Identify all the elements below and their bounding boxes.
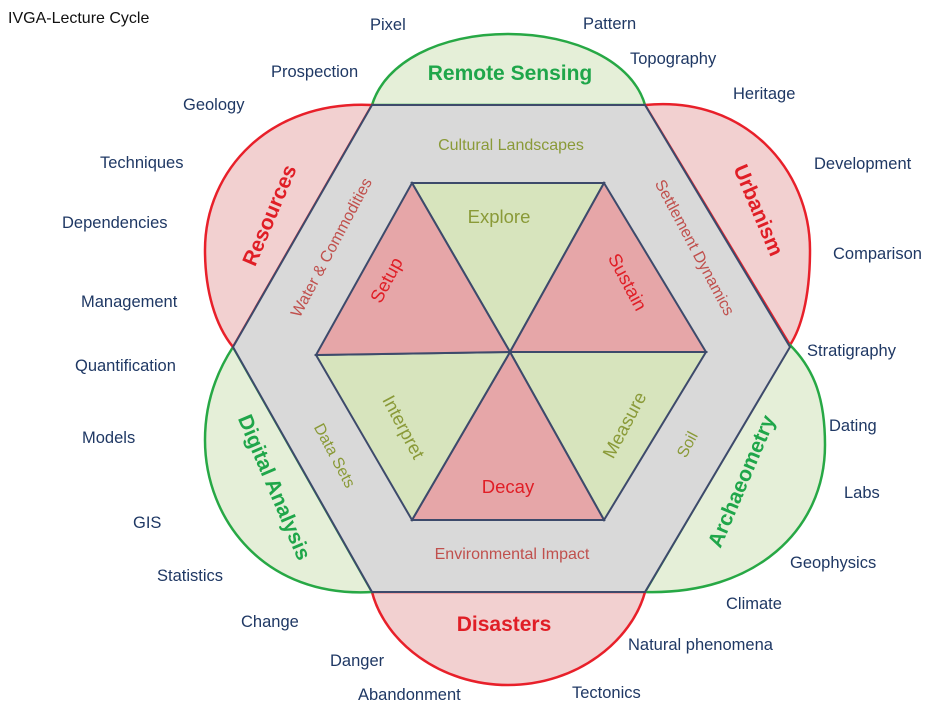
keyword-natural-phenomena: Natural phenomena bbox=[628, 636, 774, 654]
inner-triangles bbox=[314, 180, 708, 522]
keyword-climate: Climate bbox=[726, 595, 782, 613]
band-label-environmental-impact: Environmental Impact bbox=[435, 546, 590, 563]
keyword-statistics: Statistics bbox=[157, 567, 223, 585]
keyword-prospection: Prospection bbox=[271, 63, 358, 81]
band-label-cultural-landscapes: Cultural Landscapes bbox=[438, 137, 584, 154]
keyword-heritage: Heritage bbox=[733, 85, 795, 103]
keyword-management: Management bbox=[81, 293, 178, 311]
petal-digital-analysis bbox=[203, 344, 375, 594]
keyword-topography: Topography bbox=[630, 50, 717, 68]
keyword-quantification: Quantification bbox=[75, 357, 176, 375]
petal-remote-sensing bbox=[370, 32, 647, 107]
triangle-label-explore: Explore bbox=[468, 206, 531, 227]
petals bbox=[203, 32, 827, 687]
keyword-geophysics: Geophysics bbox=[790, 554, 876, 572]
keyword-change: Change bbox=[241, 613, 299, 631]
petal-label-disasters: Disasters bbox=[457, 613, 552, 636]
keyword-techniques: Techniques bbox=[100, 154, 183, 172]
keyword-dating: Dating bbox=[829, 417, 877, 435]
keyword-geology: Geology bbox=[183, 96, 245, 114]
keyword-pattern: Pattern bbox=[583, 15, 636, 33]
keyword-comparison: Comparison bbox=[833, 245, 922, 263]
keyword-abandonment: Abandonment bbox=[358, 686, 461, 704]
keyword-gis: GIS bbox=[133, 514, 161, 532]
petal-label-remote-sensing: Remote Sensing bbox=[428, 62, 593, 85]
petal-urbanism bbox=[642, 102, 812, 348]
keyword-models: Models bbox=[82, 429, 135, 447]
keyword-tectonics: Tectonics bbox=[572, 684, 641, 702]
keyword-stratigraphy: Stratigraphy bbox=[807, 342, 897, 360]
keyword-labs: Labs bbox=[844, 484, 880, 502]
keyword-danger: Danger bbox=[330, 652, 385, 670]
keyword-development: Development bbox=[814, 155, 912, 173]
keyword-pixel: Pixel bbox=[370, 16, 406, 34]
triangle-setup bbox=[314, 180, 512, 357]
petal-disasters bbox=[370, 590, 647, 687]
keywords: Pixel Pattern Topography Prospection Her… bbox=[62, 15, 922, 704]
petal-resources bbox=[203, 103, 375, 350]
diagram-title: IVGA-Lecture Cycle bbox=[8, 10, 150, 27]
triangle-label-decay: Decay bbox=[482, 476, 535, 497]
keyword-dependencies: Dependencies bbox=[62, 214, 168, 232]
petal-archaeometry bbox=[642, 342, 827, 594]
